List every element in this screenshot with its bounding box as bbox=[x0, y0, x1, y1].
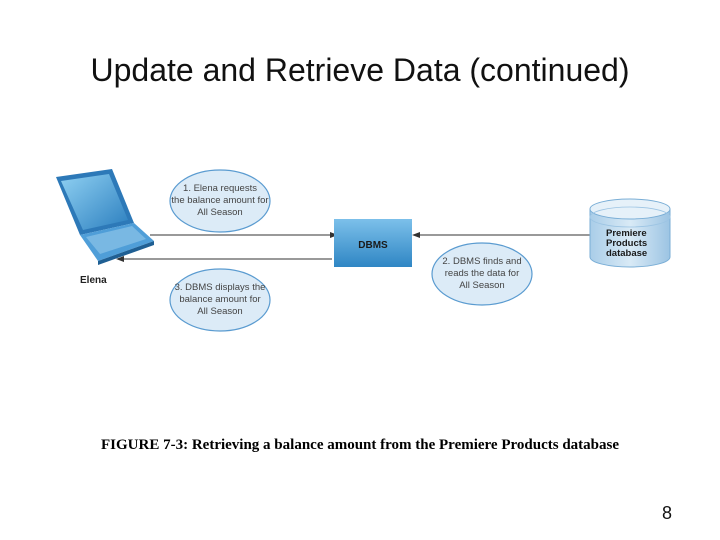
step-1-bubble: 1. Elena requests the balance amount for… bbox=[169, 169, 271, 233]
figure-caption: FIGURE 7-3: Retrieving a balance amount … bbox=[101, 437, 619, 453]
user-label: Elena bbox=[80, 275, 107, 286]
step-3-line-1: 3. DBMS displays the bbox=[175, 282, 266, 293]
step-1-line-2: the balance amount for bbox=[171, 195, 268, 206]
database-cylinder-icon: Premiere Products database bbox=[589, 198, 671, 268]
arrow-retrieve-head bbox=[412, 232, 420, 238]
slide-title: Update and Retrieve Data (continued) bbox=[90, 52, 630, 88]
step-1-line-1: 1. Elena requests bbox=[183, 183, 257, 194]
step-3-bubble: 3. DBMS displays the balance amount for … bbox=[169, 268, 271, 332]
flow-arrows bbox=[116, 232, 590, 262]
step-3-line-3: All Season bbox=[197, 306, 242, 317]
page-number: 8 bbox=[661, 503, 672, 523]
step-3-line-2: balance amount for bbox=[179, 294, 260, 305]
step-2-line-3: All Season bbox=[459, 280, 504, 291]
data-flow-diagram: Elena 1. Elena requests the balance amou… bbox=[56, 169, 671, 332]
database-label-line-3: database bbox=[606, 248, 647, 259]
step-1-line-3: All Season bbox=[197, 207, 242, 218]
dbms-label: DBMS bbox=[358, 240, 388, 251]
step-2-line-1: 2. DBMS finds and bbox=[442, 256, 521, 267]
step-2-line-2: reads the data for bbox=[445, 268, 519, 279]
dbms-box: DBMS bbox=[334, 219, 412, 267]
database-label-line-1: Premiere bbox=[606, 228, 647, 239]
arrow-display-head bbox=[116, 256, 124, 262]
laptop-icon bbox=[56, 169, 154, 265]
database-label-line-2: Products bbox=[606, 238, 647, 249]
step-2-bubble: 2. DBMS finds and reads the data for All… bbox=[431, 242, 533, 306]
